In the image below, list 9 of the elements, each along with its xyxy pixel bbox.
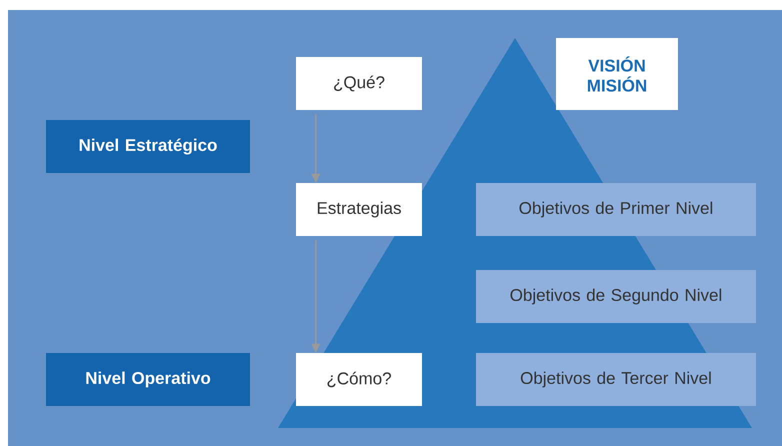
level-box: Nivel Estratégico	[46, 120, 250, 173]
level-box: Nivel Operativo	[46, 353, 250, 406]
step-box: ¿Cómo?	[296, 353, 422, 406]
objective-box: Objetivos de Primer Nivel	[476, 183, 756, 236]
title-box: VISIÓN MISIÓN	[556, 38, 678, 110]
step-box: ¿Qué?	[296, 57, 422, 110]
objective-box: Objetivos de Segundo Nivel	[476, 270, 756, 323]
step-box: Estrategias	[296, 183, 422, 236]
objective-box: Objetivos de Tercer Nivel	[476, 353, 756, 406]
